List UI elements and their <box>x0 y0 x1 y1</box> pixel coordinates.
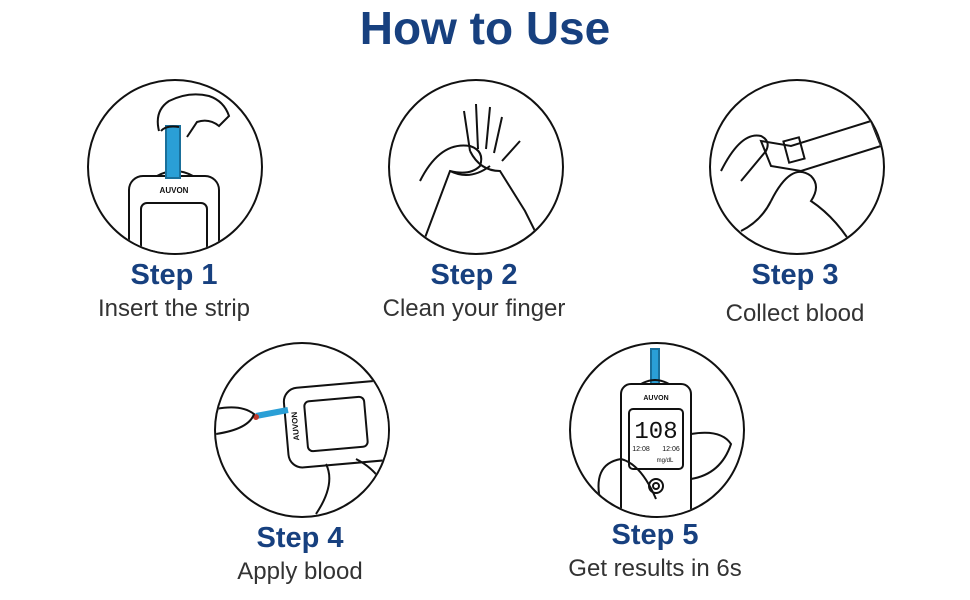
step-2-illustration <box>388 79 564 255</box>
step-4-illustration: AUVON <box>214 342 390 518</box>
step-1-illustration: AUVON <box>87 79 263 255</box>
step-5: Step 5 Get results in 6s <box>505 518 805 584</box>
meter-time: 12:08 <box>632 446 650 453</box>
step-1-label: Step 1 <box>130 259 218 291</box>
glucose-reading: 108 <box>634 419 677 446</box>
page-title: How to Use <box>359 2 611 54</box>
step-3: Step 3 Collect blood <box>645 258 945 329</box>
meter-date: 12:06 <box>662 446 680 453</box>
step-2-description: Clean your finger <box>382 295 566 322</box>
step-2: Step 2 Clean your finger <box>324 258 624 324</box>
step-5-label: Step 5 <box>611 519 699 551</box>
step-4-description: Apply blood <box>237 558 363 585</box>
brand-logo: AUVON <box>290 411 302 441</box>
step-3-label: Step 3 <box>751 259 839 291</box>
step-2-label: Step 2 <box>430 259 518 291</box>
meter-unit: mg/dL <box>657 458 674 464</box>
step-3-description: Collect blood <box>725 300 865 327</box>
step-1: Step 1 Insert the strip <box>24 258 324 324</box>
brand-logo: AUVON <box>643 395 668 402</box>
brand-logo: AUVON <box>160 186 189 195</box>
step-4: Step 4 Apply blood <box>150 521 450 587</box>
step-3-illustration <box>709 79 885 255</box>
step-5-illustration: AUVON 108 12:08 12:06 mg/dL <box>569 342 745 518</box>
step-5-description: Get results in 6s <box>568 555 742 582</box>
step-1-description: Insert the strip <box>97 295 251 322</box>
step-4-label: Step 4 <box>256 522 344 554</box>
